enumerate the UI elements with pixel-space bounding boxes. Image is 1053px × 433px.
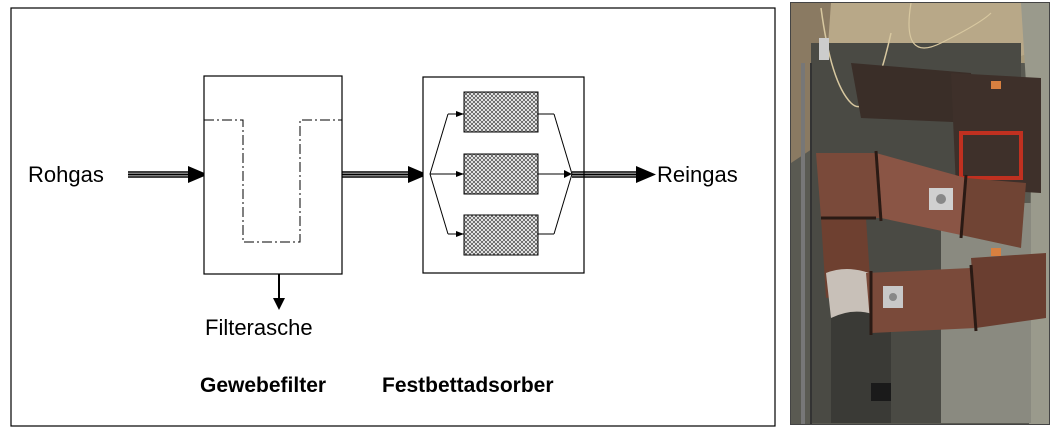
- clean-gas-label: Reingas: [657, 162, 738, 187]
- process-diagram-panel: Rohgas Filterasche: [10, 7, 776, 427]
- fabric-filter-box: [203, 75, 343, 275]
- diagram-frame: [10, 7, 776, 427]
- adsorber-bed-middle: [463, 153, 539, 195]
- raw-gas-label: Rohgas: [28, 162, 104, 187]
- filter-ash-label: Filterasche: [205, 315, 313, 340]
- raw-gas-inlet-arrow: [128, 166, 208, 183]
- adsorber-caption: Festbettadsorber: [382, 374, 554, 397]
- fabric-filter-caption: Gewebefilter: [200, 374, 326, 397]
- adsorber-flow-arrowheads: [456, 111, 572, 237]
- adsorber-bed-bottom: [463, 214, 539, 256]
- filter-ash-outlet-arrow: [273, 274, 285, 310]
- filter-bag-outline: [204, 119, 342, 243]
- clean-gas-outlet-arrow: [572, 166, 656, 183]
- filter-to-adsorber-arrow: [342, 166, 428, 183]
- installation-photo: [790, 2, 1050, 425]
- adsorber-bed-top: [463, 91, 539, 133]
